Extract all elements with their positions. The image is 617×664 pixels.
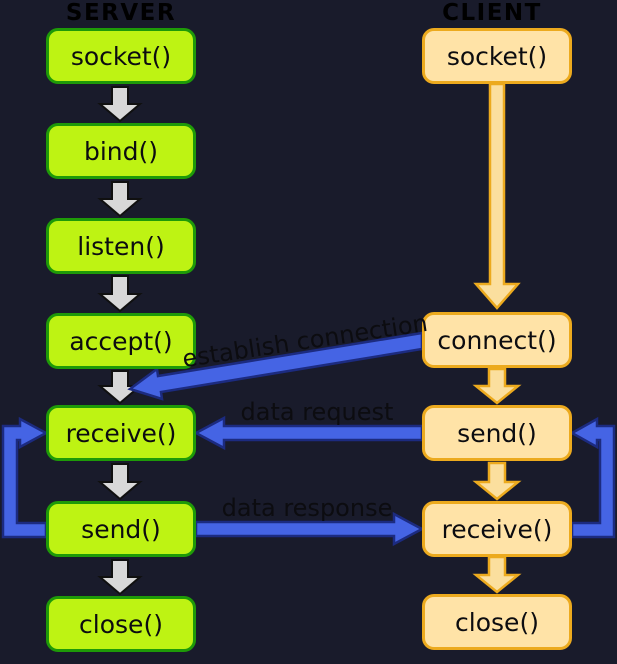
server-down-arrow-send-close <box>97 559 143 596</box>
server-down-arrow-socket-bind <box>97 86 143 123</box>
server-listen-box: listen() <box>46 218 196 274</box>
server-receive-box: receive() <box>46 405 196 461</box>
client-down-arrow-socket-connect <box>473 82 521 310</box>
client-down-arrow-connect-send <box>472 367 522 405</box>
client-receive-send-loop-arrow <box>569 416 616 539</box>
server-bind-box: bind() <box>46 123 196 179</box>
server-close-box: close() <box>46 596 196 652</box>
establish-connection-arrow <box>127 331 424 401</box>
client-send-box: send() <box>422 405 572 461</box>
data-request-arrow <box>193 415 424 451</box>
server-send-box: send() <box>46 501 196 557</box>
server-down-arrow-bind-listen <box>97 181 143 218</box>
data-response-arrow <box>194 511 425 547</box>
client-close-box: close() <box>422 594 572 650</box>
data-response-label: data response <box>221 494 393 522</box>
client-down-arrow-send-receive <box>472 461 522 501</box>
server-down-arrow-listen-accept <box>97 275 143 313</box>
client-socket-box: socket() <box>422 28 572 84</box>
server-down-arrow-accept-receive <box>97 370 143 405</box>
server-send-receive-loop-arrow <box>1 416 49 539</box>
server-accept-box: accept() <box>46 313 196 369</box>
server-socket-box: socket() <box>46 28 196 84</box>
client-down-arrow-receive-close <box>472 555 522 594</box>
data-request-label: data request <box>240 398 394 426</box>
server-title: SERVER <box>65 0 177 26</box>
client-title: CLIENT <box>442 0 542 26</box>
client-connect-box: connect() <box>422 312 572 368</box>
server-down-arrow-receive-send <box>97 463 143 501</box>
client-receive-box: receive() <box>422 501 572 557</box>
